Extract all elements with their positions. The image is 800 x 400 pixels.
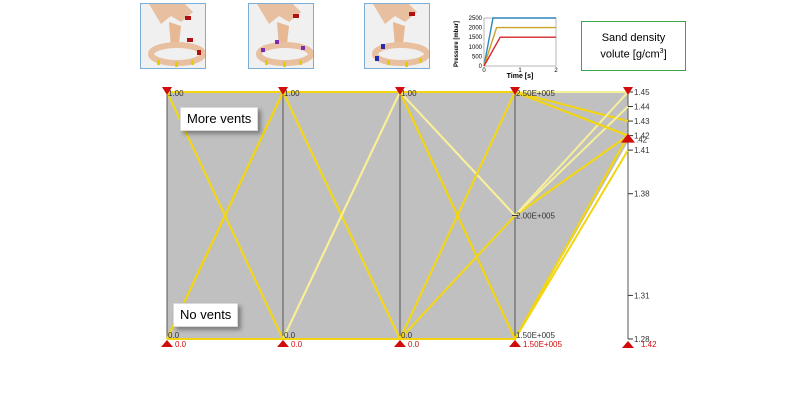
- inset-series-1: [483, 17, 556, 67]
- inset-ytick-label: 0: [479, 64, 483, 70]
- axis-3-bottom-marker: [394, 340, 406, 347]
- callout-tail: ]: [663, 48, 667, 61]
- axis-2-bottom-marker: [277, 340, 289, 347]
- callout-sup: 3: [659, 47, 664, 55]
- axis-2-top-label: 1.00: [284, 89, 300, 98]
- axis-1-bottom-label: 0.0: [168, 331, 180, 340]
- callout-line1: Sand density: [601, 31, 666, 44]
- axis-4-top-marker: [510, 87, 520, 95]
- inset-xtick-label: 2: [554, 68, 558, 74]
- axis-5-tick-label: 1.45: [634, 88, 650, 97]
- no-vents-note: No vents: [173, 303, 239, 327]
- axis-1-top-marker: [162, 87, 172, 95]
- vent-config-thumbnail-3: [364, 3, 430, 69]
- axis-5-bottom-marker: [622, 341, 634, 348]
- axis-5-tick-label: 1.43: [634, 117, 650, 126]
- data-line-11: [166, 91, 629, 340]
- plot-panel: [167, 92, 628, 339]
- axis-5-tick-label: 1.31: [634, 291, 650, 300]
- inset-ytick-label: 1500: [469, 35, 483, 41]
- axis-5-tick-label: 1.28: [634, 335, 650, 344]
- axis-4-bottom-label: 1.50E+005: [516, 331, 555, 340]
- axis-3-top-marker: [395, 87, 405, 95]
- axis-5-mid-marker-label: .42: [636, 136, 648, 145]
- axis-1-bottom-marker: [161, 340, 173, 347]
- axis-3-bottom-marker-label: 0.0: [408, 340, 420, 349]
- inset-xtick-label: 0: [482, 68, 486, 74]
- callout-line2: volute [g/cm: [600, 48, 660, 61]
- axis-4-bottom-marker: [509, 340, 521, 347]
- axis-3-bottom-label: 0.0: [401, 331, 413, 340]
- axis-1-top-label: 1.00: [168, 89, 184, 98]
- axis-5-tick-label: 1.38: [634, 190, 650, 199]
- inset-ytick-label: 500: [472, 54, 483, 60]
- axis-5-mid-marker: [621, 133, 635, 143]
- inset-ylabel: Pressure [mbar]: [454, 21, 460, 67]
- vent-config-thumbnail-2: [248, 3, 314, 69]
- axis-1-bottom-marker-label: 0.0: [175, 340, 187, 349]
- axis-4-bottom-marker-label: 1.50E+005: [523, 340, 562, 349]
- axis-5-tick-label: 1.41: [634, 146, 650, 155]
- pressure-inset-chart: 2500 2000 1500 1000 500 0 Pressure [mbar] 0 1 2…: [454, 16, 558, 80]
- axis-4-top-label: 2.50E+005: [516, 89, 555, 98]
- axis-5-top-marker: [623, 87, 633, 95]
- axis-5-tick-label: 1.44: [634, 103, 650, 112]
- inset-series-2: [483, 26, 556, 67]
- inset-xtick-label: 1: [518, 68, 522, 74]
- inset-xlabel: Time [s]: [507, 73, 534, 80]
- inset-ytick-label: 2000: [469, 26, 483, 32]
- axis-5-bottom-marker-label: 1.42: [641, 340, 657, 349]
- inset-ytick-label: 1000: [469, 45, 483, 51]
- sand-density-callout: Sand density volute [g/cm3]: [581, 21, 686, 71]
- axis-4-mid-label: 2.00E+005: [516, 212, 555, 221]
- axis-2-bottom-label: 0.0: [284, 331, 296, 340]
- inset-ytick-label: 2500: [469, 16, 483, 22]
- axis-3-top-label: 1.00: [401, 89, 417, 98]
- vent-config-thumbnail-1: [140, 3, 206, 69]
- inset-series-3: [483, 36, 556, 67]
- more-vents-note: More vents: [180, 107, 259, 131]
- axis-2-bottom-marker-label: 0.0: [291, 340, 303, 349]
- axis-2-top-marker: [278, 87, 288, 95]
- axis-5-tick-label: 1.42: [634, 132, 650, 141]
